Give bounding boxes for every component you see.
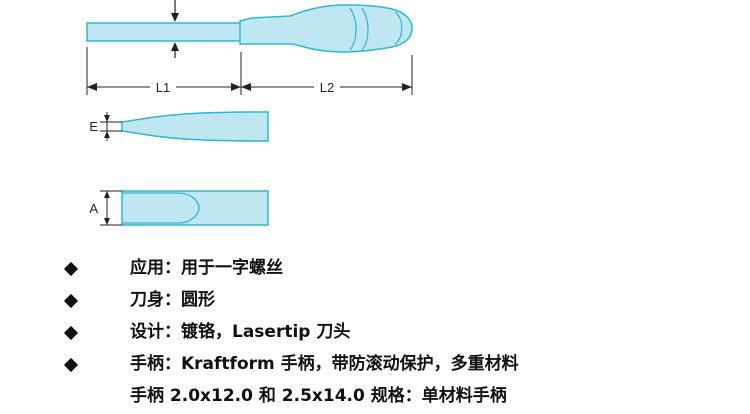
feature-text: 应用：用于一字螺丝 xyxy=(130,258,283,278)
dimension-e-marker xyxy=(100,112,122,141)
dimension-l1-label: L1 xyxy=(156,80,170,95)
blade-width-profile xyxy=(121,190,269,226)
feature-text: 刀身：圆形 xyxy=(130,290,215,310)
handle-end-cap xyxy=(394,11,403,45)
blade-curve xyxy=(122,192,200,224)
diamond-bullet-icon xyxy=(63,261,79,277)
dimension-a-label: A xyxy=(89,201,98,216)
dimension-e-label: E xyxy=(89,119,98,134)
dimension-a-marker xyxy=(100,190,122,226)
diamond-bullet-icon xyxy=(63,325,79,341)
dimension-l2-label: L2 xyxy=(320,80,334,95)
blade-tip-profile xyxy=(121,111,269,142)
feature-text: 设计：镀铬，Lasertip 刀头 xyxy=(130,322,351,342)
feature-text: 手柄 2.0x12.0 和 2.5x14.0 规格：单材料手柄 xyxy=(130,386,507,406)
blade-shaft xyxy=(86,22,244,42)
diamond-bullet-icon xyxy=(63,293,79,309)
screwdriver-side-view xyxy=(86,4,413,53)
feature-text: 手柄：Kraftform 手柄，带防滚动保护，多重材料 xyxy=(130,354,519,374)
handle-grip-line xyxy=(349,7,357,51)
diamond-bullet-icon xyxy=(63,357,79,373)
handle xyxy=(239,4,413,53)
screwdriver-diagram: L1 L2 E A xyxy=(86,0,413,226)
length-dimensions xyxy=(86,47,413,95)
handle-grip-line xyxy=(361,7,369,51)
diameter-marker xyxy=(171,0,179,58)
